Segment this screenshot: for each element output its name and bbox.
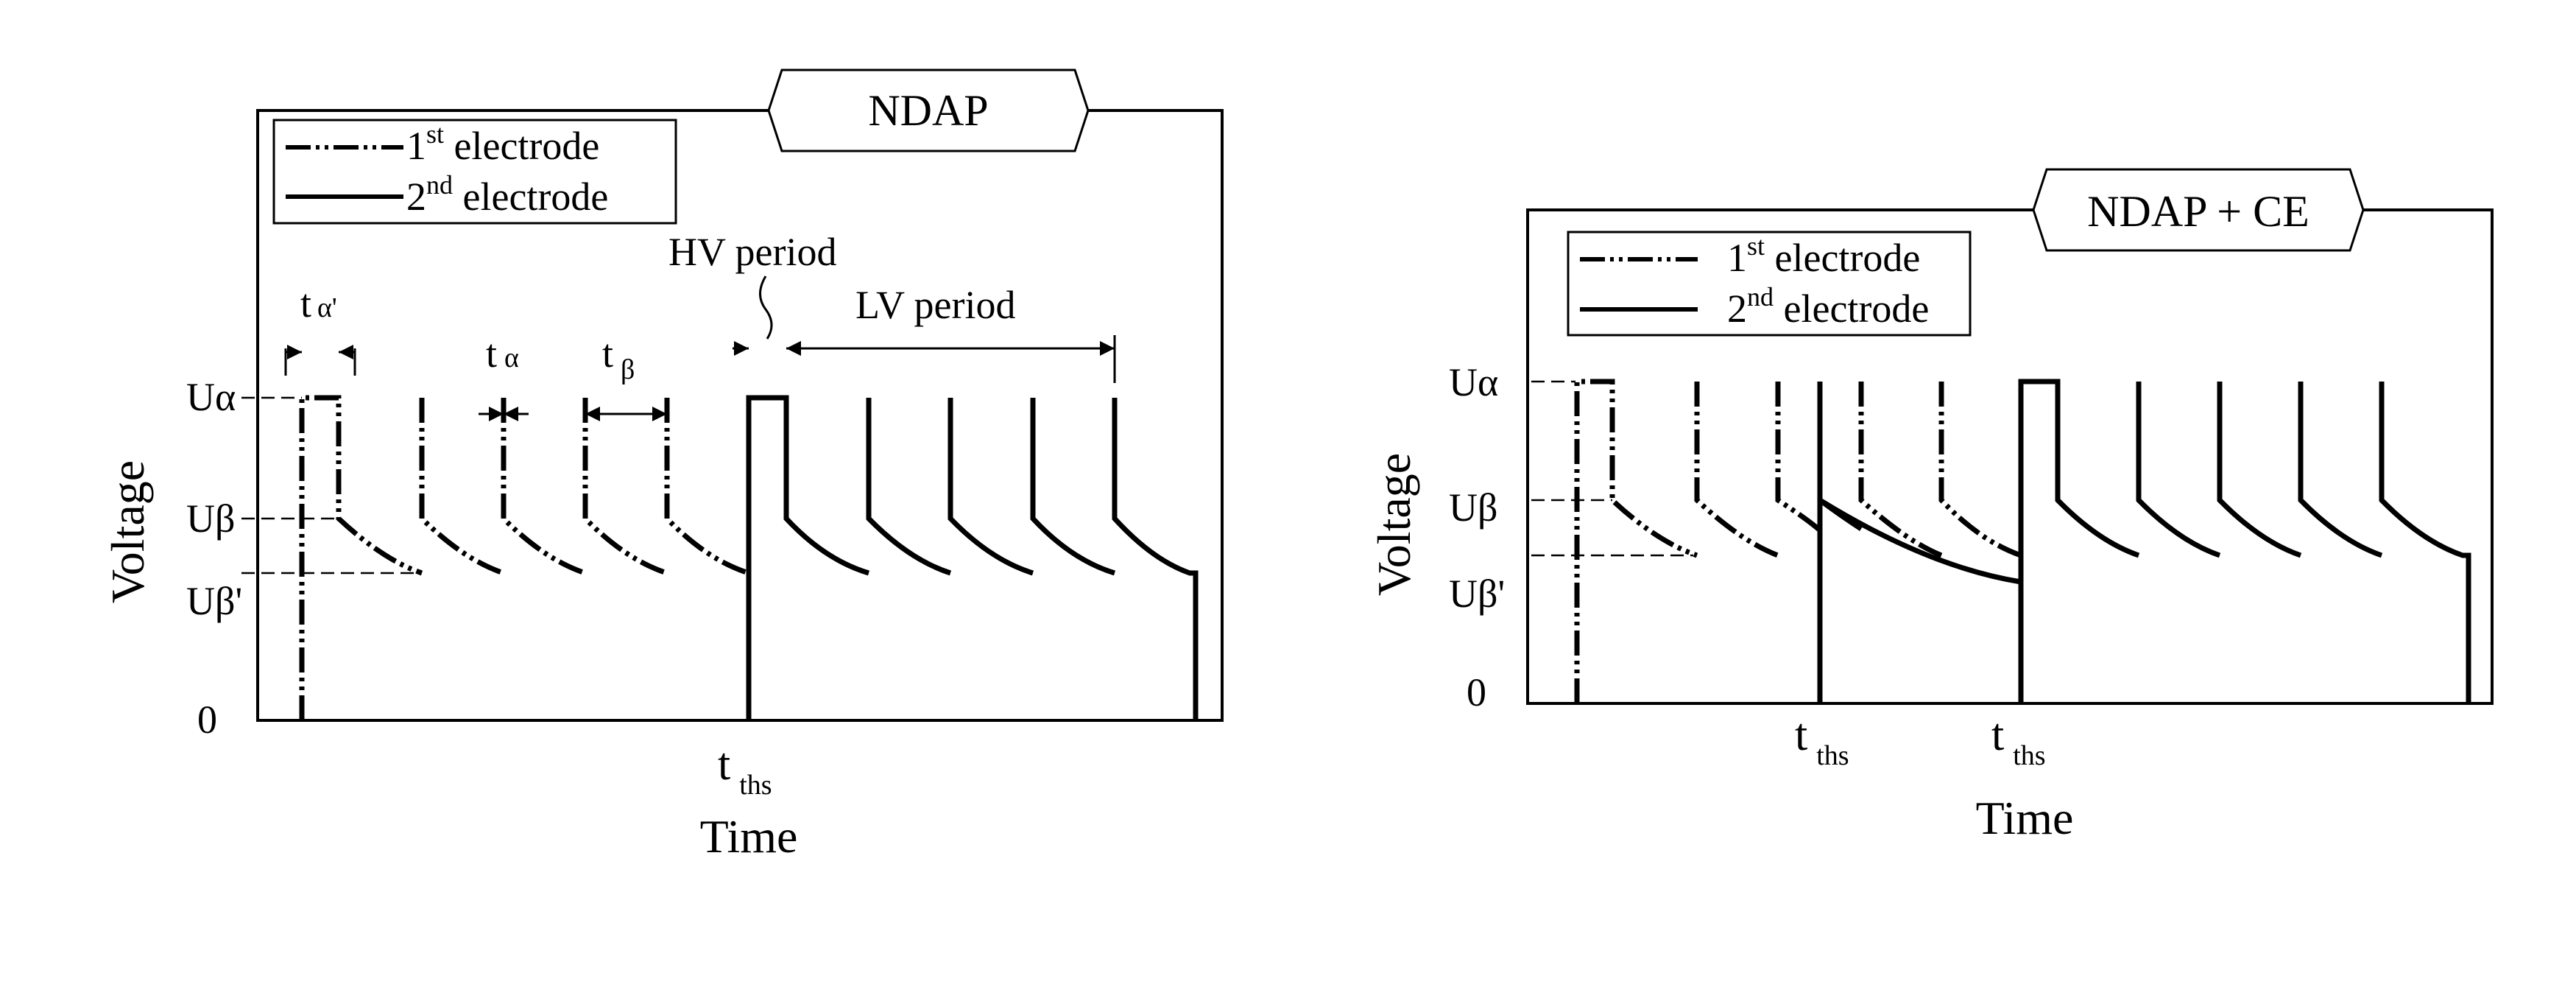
y-axis-label-left: Voltage (102, 460, 154, 603)
panel-ndap: NDAP 1st electrode 2nd electrode Uα Uβ U… (102, 70, 1222, 863)
legend-right: 1st electrode 2nd electrode (1568, 231, 1970, 335)
anno-hv-period: HV period (668, 230, 836, 356)
panel-title-left: NDAP (868, 86, 988, 135)
y-tick-zero-right: 0 (1467, 670, 1486, 714)
x-marker-tths-left: tths (718, 740, 772, 801)
panel-title-right: NDAP + CE (2087, 187, 2309, 236)
anno-t-alpha-prime: tα' (286, 281, 355, 376)
x-marker-tths-right-1: tths (1795, 710, 1849, 771)
legend-left: 1st electrode 2nd electrode (274, 119, 676, 223)
y-tick-zero-left: 0 (197, 698, 217, 742)
title-tag-left: NDAP (769, 70, 1088, 151)
svg-text:HV period: HV period (668, 230, 836, 274)
y-tick-ubeta-left: Uβ (186, 496, 235, 541)
x-marker-tths-right-2: tths (1991, 710, 2046, 771)
svg-text:tα: tα (486, 331, 519, 376)
y-axis-label-right: Voltage (1368, 453, 1420, 596)
title-tag-right: NDAP + CE (2033, 169, 2363, 250)
panel-ndap-ce: NDAP + CE 1st electrode 2nd electrode Uα… (1368, 169, 2492, 844)
anno-lv-period: LV period (786, 283, 1115, 383)
svg-text:tα': tα' (300, 281, 337, 326)
y-tick-ubetaprime-left: Uβ' (186, 579, 242, 623)
y-tick-ubetaprime-right: Uβ' (1449, 572, 1505, 616)
y-tick-ubeta-right: Uβ (1449, 485, 1497, 530)
svg-text:LV period: LV period (855, 283, 1016, 327)
anno-t-beta: tβ (585, 331, 667, 421)
waveform-2nd-electrode-right (1820, 382, 2469, 703)
waveform-2nd-electrode-left (749, 398, 1196, 720)
x-axis-label-left: Time (700, 810, 798, 863)
x-axis-label-right: Time (1976, 792, 2074, 844)
y-tick-ualpha-left: Uα (186, 375, 236, 419)
waveform-1st-electrode-left (302, 398, 749, 720)
y-tick-ualpha-right: Uα (1449, 360, 1498, 404)
svg-text:tβ: tβ (602, 331, 635, 385)
waveform-1st-electrode-right (1577, 382, 2021, 703)
